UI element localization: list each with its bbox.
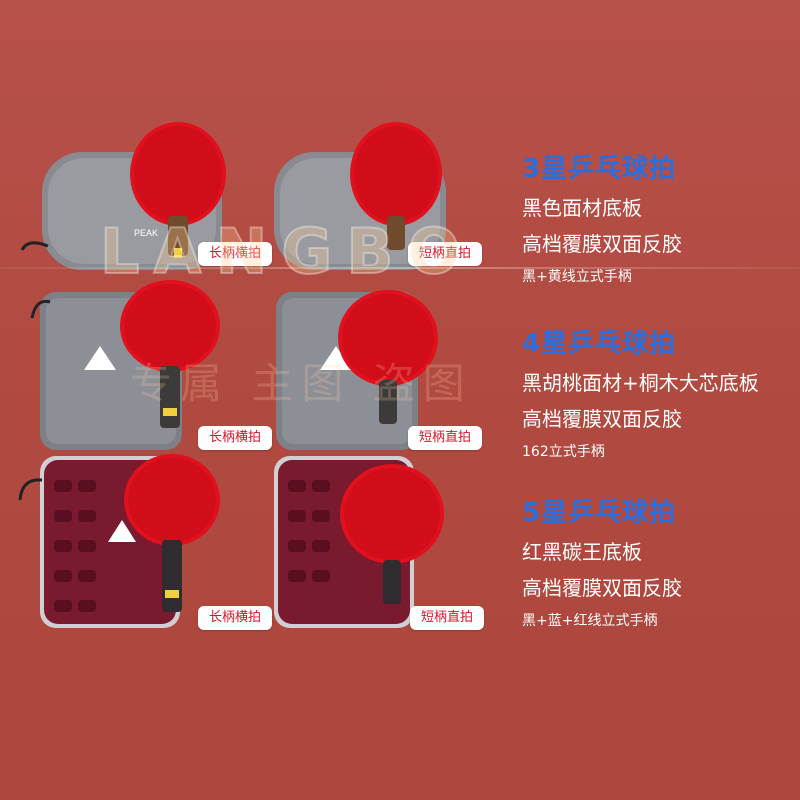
product-row-4star: 长柄横拍 短柄直拍 4星乒乓球拍 黑胡桃面材+桐木大芯底板 高档覆膜双面反胶 1… [0,268,800,528]
product-image-short-handle: 短柄直拍 [266,120,496,280]
paddle-with-case-illustration [276,290,438,450]
tag-short-handle: 短柄直拍 [408,426,482,450]
product-spec-line: 红黑碳王底板 [522,540,642,564]
product-spec-line: 高档覆膜双面反胶 [522,407,682,431]
product-title: 4星乒乓球拍 [522,329,677,359]
paddle-with-case-illustration [30,280,220,450]
peak-logo: PEAK [134,228,158,238]
product-info-4star: 4星乒乓球拍 黑胡桃面材+桐木大芯底板 高档覆膜双面反胶 162立式手柄 [522,323,759,461]
product-image-long-handle: PEAK 长柄横拍 [18,120,272,280]
product-handle-spec: 162立式手柄 [522,444,605,460]
product-title: 3星乒乓球拍 [522,154,677,184]
product-image-short-handle: 短柄直拍 [262,450,492,635]
product-info-5star: 5星乒乓球拍 红黑碳王底板 高档覆膜双面反胶 黑+蓝+红线立式手柄 [522,492,682,630]
product-image-long-handle: 长柄横拍 [14,450,274,635]
product-spec-line: 黑胡桃面材+桐木大芯底板 [522,371,759,395]
tag-short-handle: 短柄直拍 [410,606,484,630]
product-spec-line: 黑色面材底板 [522,196,642,220]
product-row-3star: PEAK 长柄横拍 短柄直拍 3星乒乓球拍 黑色面材底板 高档覆膜双面反胶 黑+… [0,0,800,285]
paddle-with-case-illustration [274,122,446,270]
row-divider [0,267,800,269]
product-row-5star: 长柄横拍 短柄直拍 5星乒乓球拍 红黑碳王底板 高档覆膜双面反胶 黑+蓝 [0,440,800,700]
tag-long-handle: 长柄横拍 [198,242,272,266]
tag-long-handle: 长柄横拍 [198,606,272,630]
paddle-with-case-illustration [18,454,220,628]
product-handle-spec: 黑+蓝+红线立式手柄 [522,613,658,629]
product-image-short-handle: 短柄直拍 [266,278,496,453]
product-spec-line: 高档覆膜双面反胶 [522,232,682,256]
tag-long-handle: 长柄横拍 [198,426,272,450]
product-handle-spec: 黑+黄线立式手柄 [522,269,632,285]
tag-short-handle: 短柄直拍 [408,242,482,266]
product-image-long-handle: 长柄横拍 [22,278,272,453]
paddle-with-case-illustration: PEAK [20,122,226,270]
product-spec-line: 高档覆膜双面反胶 [522,576,682,600]
product-info-3star: 3星乒乓球拍 黑色面材底板 高档覆膜双面反胶 黑+黄线立式手柄 [522,148,682,286]
product-title: 5星乒乓球拍 [522,498,677,528]
paddle-with-case-illustration [274,456,444,628]
